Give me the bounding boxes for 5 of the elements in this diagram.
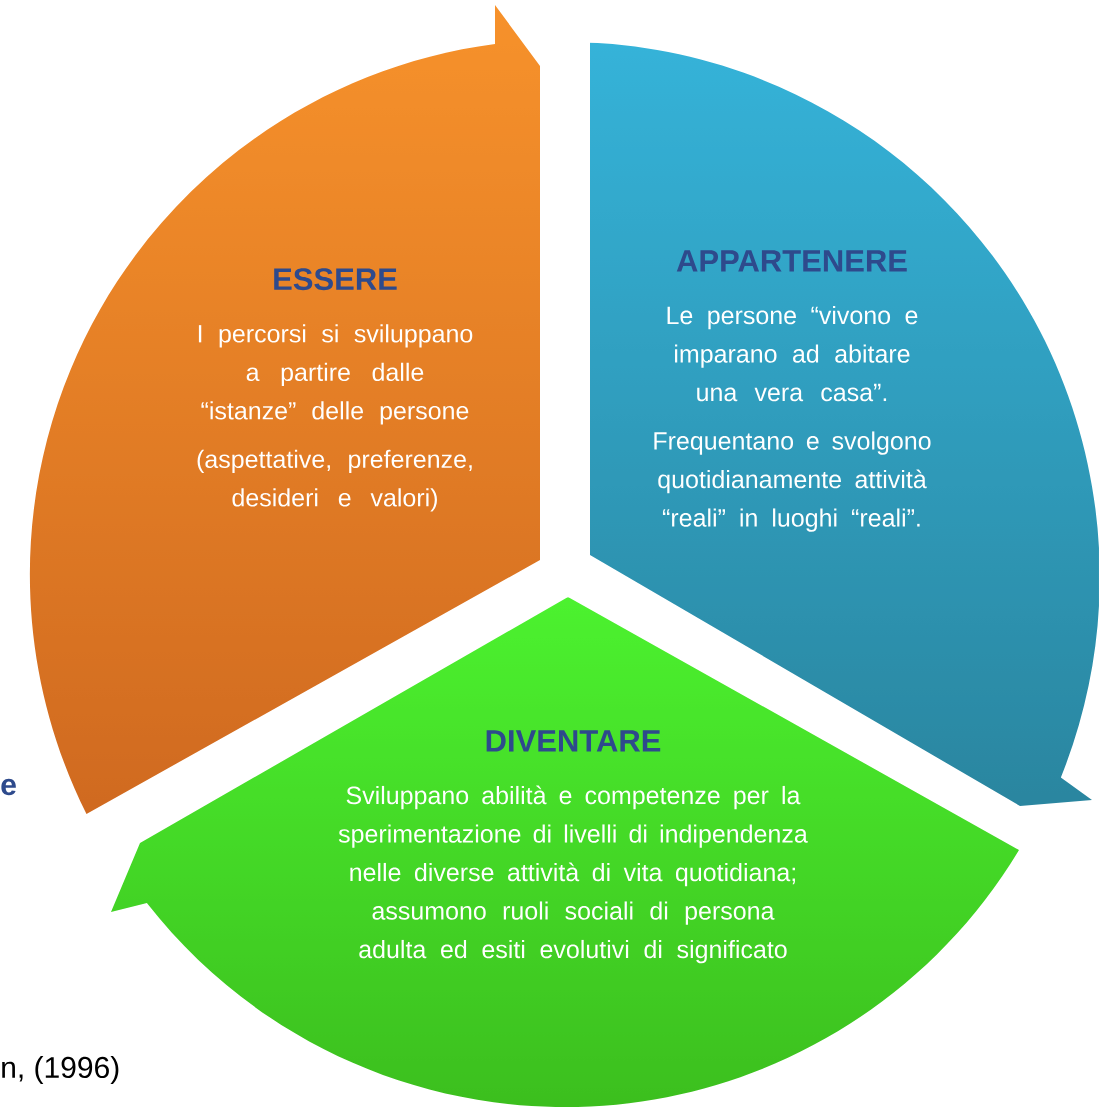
fragment-text: n, (1996) [2,1056,119,1084]
sector-arrow: ESSERE I percorsi si sviluppano a partire dalle “istanze” delle persone (aspettative, preferenze, desideri e valori) [197,268,473,512]
sector-arrow: DIVENTARE Sviluppano abilità e competenze per la sperimentazione di livelli di indipendenza nelle diverse attività di vita quotidiana; assumono ruoli sociali di persona adulta ed esiti evolutivi di significato [338,730,808,964]
fragment-text: e [1,778,16,796]
sector-arrow: APPARTENERE Le persone “vivono e imparano ad abitare una vera casa”. Frequentano e svolgono quotidianamente attività “reali” in luoghi “reali”. [654,250,931,532]
